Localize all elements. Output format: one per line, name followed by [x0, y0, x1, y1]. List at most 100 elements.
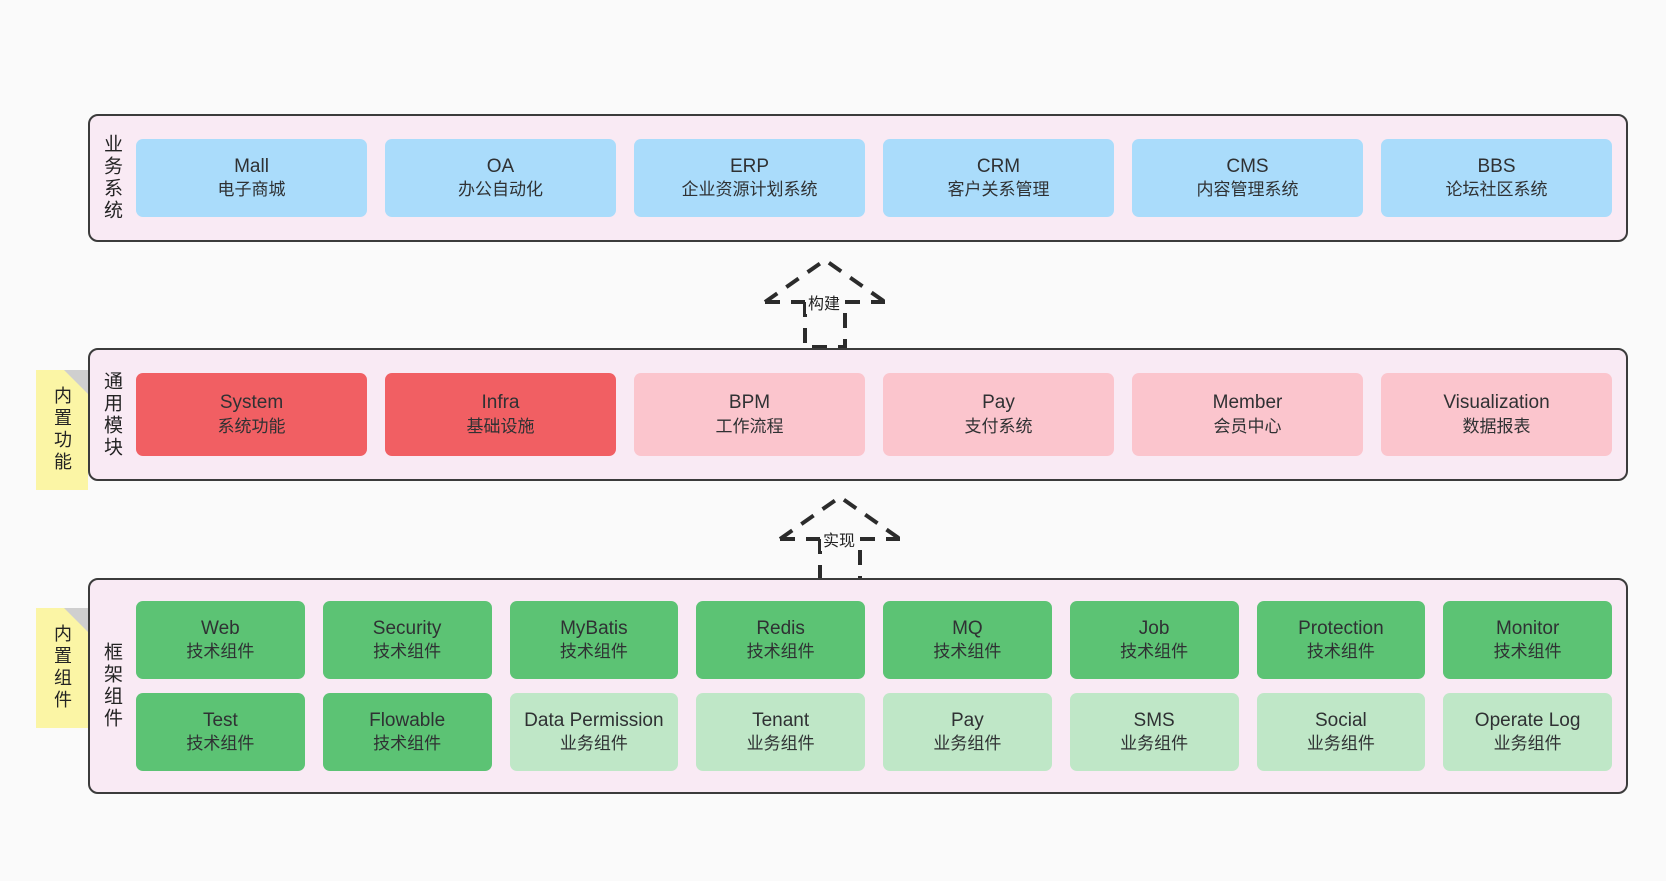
card-title: Operate Log — [1474, 709, 1581, 731]
card-subtitle: 会员中心 — [1213, 416, 1282, 436]
card-subtitle: 技术组件 — [373, 734, 442, 754]
card-mall[interactable]: Mall 电子商城 — [136, 139, 367, 217]
card-social[interactable]: Social 业务组件 — [1256, 693, 1426, 771]
card-mybatis[interactable]: MyBatis 技术组件 — [509, 601, 679, 679]
card-bpm[interactable]: BPM 工作流程 — [634, 373, 865, 456]
card-bbs[interactable]: BBS 论坛社区系统 — [1381, 139, 1612, 217]
card-pay[interactable]: Pay 支付系统 — [883, 373, 1114, 456]
card-title: MyBatis — [560, 617, 628, 639]
note-label: 内置组件 — [52, 624, 72, 712]
connector-build: 构建 — [750, 250, 910, 350]
card-erp[interactable]: ERP 企业资源计划系统 — [634, 139, 865, 217]
card-title: Test — [202, 709, 238, 731]
card-member[interactable]: Member 会员中心 — [1132, 373, 1363, 456]
card-visualization[interactable]: Visualization 数据报表 — [1381, 373, 1612, 456]
card-subtitle: 技术组件 — [186, 642, 255, 662]
card-subtitle: 数据报表 — [1462, 416, 1531, 436]
card-title: Flowable — [369, 709, 446, 731]
card-subtitle: 电子商城 — [217, 180, 286, 200]
card-subtitle: 企业资源计划系统 — [681, 180, 818, 200]
card-title: Data Permission — [524, 709, 664, 731]
card-title: Mall — [234, 155, 269, 177]
card-title: Protection — [1298, 617, 1384, 639]
card-title: BBS — [1477, 155, 1516, 177]
card-subtitle: 技术组件 — [1306, 642, 1375, 662]
layer-title-common-module: 通用模块 — [100, 370, 122, 459]
implement-arrow-icon — [778, 494, 902, 586]
connector-implement: 实现 — [765, 487, 925, 587]
card-title: CMS — [1226, 155, 1269, 177]
card-protection[interactable]: Protection 技术组件 — [1256, 601, 1426, 679]
card-subtitle: 技术组件 — [186, 734, 255, 754]
card-subtitle: 基础设施 — [466, 416, 535, 436]
card-title: BPM — [728, 392, 771, 414]
connector-implement-label: 实现 — [821, 527, 858, 551]
card-operate-log[interactable]: Operate Log 业务组件 — [1443, 693, 1612, 771]
card-subtitle: 论坛社区系统 — [1445, 180, 1548, 200]
card-title: Visualization — [1443, 392, 1550, 414]
card-test[interactable]: Test 技术组件 — [136, 693, 305, 771]
card-subtitle: 系统功能 — [217, 416, 286, 436]
note-fold-icon — [64, 370, 88, 394]
card-subtitle: 工作流程 — [715, 416, 784, 436]
card-crm[interactable]: CRM 客户关系管理 — [883, 139, 1114, 217]
card-subtitle: 业务组件 — [1120, 734, 1189, 754]
card-job[interactable]: Job 技术组件 — [1069, 601, 1239, 679]
card-subtitle: 技术组件 — [746, 642, 815, 662]
card-title: MQ — [952, 617, 983, 639]
card-sms[interactable]: SMS 业务组件 — [1069, 693, 1239, 771]
card-row: System 系统功能 Infra 基础设施 BPM 工作流程 Pay 支付系统… — [136, 373, 1612, 456]
card-mq[interactable]: MQ 技术组件 — [883, 601, 1052, 679]
card-title: System — [219, 392, 284, 414]
layer-title-framework-component: 框架组件 — [100, 642, 122, 730]
card-security[interactable]: Security 技术组件 — [322, 601, 492, 679]
card-redis[interactable]: Redis 技术组件 — [696, 601, 865, 679]
card-title: Infra — [481, 392, 520, 414]
layer-framework-component: 框架组件 Web 技术组件 Security 技术组件 MyBatis 技术组件… — [88, 578, 1628, 794]
card-subtitle: 办公自动化 — [458, 180, 543, 200]
card-infra[interactable]: Infra 基础设施 — [385, 373, 616, 456]
card-cms[interactable]: CMS 内容管理系统 — [1132, 139, 1363, 217]
card-subtitle: 技术组件 — [1120, 642, 1189, 662]
card-title: SMS — [1133, 709, 1175, 731]
card-subtitle: 业务组件 — [1493, 734, 1562, 754]
card-data-permission[interactable]: Data Permission 业务组件 — [509, 693, 679, 771]
card-subtitle: 技术组件 — [1493, 642, 1562, 662]
card-system[interactable]: System 系统功能 — [136, 373, 367, 456]
card-title: Monitor — [1495, 617, 1560, 639]
card-title: Social — [1315, 709, 1367, 731]
layer-body-business-system: Mall 电子商城 OA 办公自动化 ERP 企业资源计划系统 CRM 客户关系… — [132, 116, 1626, 240]
card-flowable[interactable]: Flowable 技术组件 — [322, 693, 492, 771]
card-subtitle: 技术组件 — [373, 642, 442, 662]
card-title: Pay — [951, 709, 984, 731]
note-label: 内置功能 — [52, 386, 72, 474]
card-title: Security — [372, 617, 442, 639]
card-oa[interactable]: OA 办公自动化 — [385, 139, 616, 217]
note-builtin-features: 内置功能 — [36, 370, 88, 490]
layer-body-framework-component: Web 技术组件 Security 技术组件 MyBatis 技术组件 Redi… — [132, 580, 1626, 792]
card-title: Member — [1212, 392, 1283, 414]
card-title: ERP — [729, 155, 770, 177]
layer-business-system: 业务系统 Mall 电子商城 OA 办公自动化 ERP 企业资源计划系统 CRM… — [88, 114, 1628, 242]
layer-common-module: 通用模块 System 系统功能 Infra 基础设施 BPM 工作流程 Pay… — [88, 348, 1628, 481]
card-row-business: Test 技术组件 Flowable 技术组件 Data Permission … — [136, 693, 1612, 771]
card-title: CRM — [976, 155, 1021, 177]
card-web[interactable]: Web 技术组件 — [136, 601, 305, 679]
card-title: Pay — [982, 392, 1015, 414]
card-subtitle: 业务组件 — [746, 734, 815, 754]
card-subtitle: 业务组件 — [933, 734, 1002, 754]
connector-build-label: 构建 — [806, 290, 843, 314]
card-row-tech: Web 技术组件 Security 技术组件 MyBatis 技术组件 Redi… — [136, 601, 1612, 679]
card-pay-business[interactable]: Pay 业务组件 — [883, 693, 1052, 771]
card-monitor[interactable]: Monitor 技术组件 — [1443, 601, 1612, 679]
card-title: Web — [201, 617, 240, 639]
note-fold-icon — [64, 608, 88, 632]
note-builtin-components: 内置组件 — [36, 608, 88, 728]
card-tenant[interactable]: Tenant 业务组件 — [696, 693, 865, 771]
card-subtitle: 技术组件 — [559, 642, 628, 662]
card-subtitle: 支付系统 — [964, 416, 1033, 436]
build-arrow-icon — [763, 257, 887, 349]
card-subtitle: 业务组件 — [1306, 734, 1375, 754]
card-subtitle: 技术组件 — [933, 642, 1002, 662]
